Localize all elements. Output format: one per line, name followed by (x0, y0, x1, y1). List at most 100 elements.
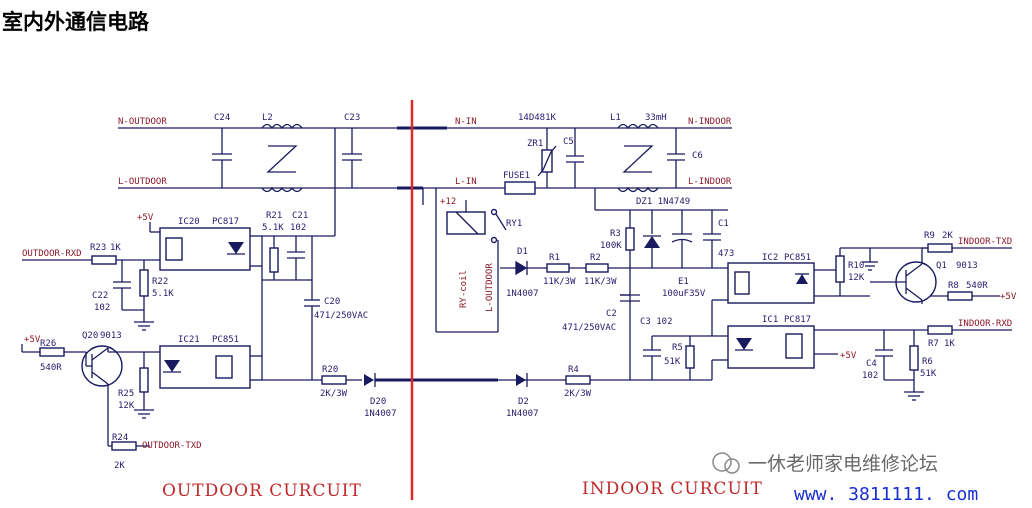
r4-value: 2K/3W (564, 389, 592, 399)
e1-value: 100uF35V (662, 289, 706, 299)
outdoor-wires (21, 128, 397, 451)
d1-value: 1N4007 (506, 289, 539, 299)
watermark-url: www. 3811111. com (794, 484, 978, 505)
r5-label: R5 (672, 343, 683, 353)
l-in-label: L-IN (455, 177, 477, 187)
r1-label: R1 (549, 253, 560, 263)
l-outdoor-label: L-OUTDOOR (118, 177, 167, 187)
watermark-logo (712, 452, 740, 474)
r22-label: R22 (152, 277, 168, 287)
outdoor-txd-label: OUTDOOR-TXD (142, 441, 202, 451)
r22-value: 5.1K (152, 289, 174, 299)
r10-value: 12K (848, 273, 865, 283)
n-in-label: N-IN (455, 117, 477, 127)
d20-value: 1N4007 (364, 409, 397, 419)
r3-label: R3 (610, 229, 621, 239)
r2-value: 11K/3W (584, 277, 617, 287)
component-labels: N-OUTDOOR L-OUTDOOR C24 L2 C23 N-IN L-IN… (22, 113, 1017, 471)
r1-value: 11K/3W (543, 277, 576, 287)
c1-value: 473 (718, 249, 734, 259)
c22-value: 102 (94, 303, 110, 313)
c20-label: C20 (324, 297, 340, 307)
d1-label: D1 (517, 247, 528, 257)
plus5-q20-label: +5V (24, 335, 41, 345)
r10-label: R10 (848, 261, 864, 271)
r25-value: 12K (118, 401, 135, 411)
indoor-txd-label: INDOOR-TXD (958, 237, 1012, 247)
ic21-label: IC21 (178, 335, 200, 345)
r7-label: R7 (928, 339, 939, 349)
q1-label: Q1 (936, 261, 947, 271)
c3-label: C3 102 (640, 317, 673, 327)
r26-label: R26 (40, 339, 56, 349)
d20-label: D20 (370, 397, 386, 407)
r21-value: 5.1K (262, 223, 284, 233)
r7-value: 1K (944, 339, 955, 349)
ic2-label: IC2 (762, 253, 778, 263)
r2-label: R2 (590, 253, 601, 263)
r24-value: 2K (114, 461, 125, 471)
c21-label: C21 (292, 211, 308, 221)
d2-value: 1N4007 (506, 409, 539, 419)
ry-coil-label: RY-coil (459, 270, 469, 308)
r8-value: 540R (966, 281, 988, 291)
r5-value: 51K (664, 357, 681, 367)
plus12-label: +12 (440, 197, 456, 207)
n-outdoor-label: N-OUTDOOR (118, 117, 167, 127)
r9-label: R9 (924, 231, 935, 241)
c21-value: 102 (290, 223, 306, 233)
e1-label: E1 (678, 277, 689, 287)
q1-value: 9013 (956, 261, 978, 271)
varistor-label: 14D481K (518, 113, 557, 123)
r23-label: R23 (90, 243, 106, 253)
plus5-q1-label: +5V (1000, 292, 1017, 302)
outdoor-rxd-label: OUTDOOR-RXD (22, 249, 82, 259)
ic20-label: IC20 (178, 217, 200, 227)
c22-label: C22 (92, 291, 108, 301)
plus5-outdoor-label: +5V (137, 213, 154, 223)
c20-value: 471/250VAC (314, 311, 368, 321)
r3-value: 100K (600, 241, 622, 251)
c1-label: C1 (718, 219, 729, 229)
d2-label: D2 (518, 397, 529, 407)
c5-label: C5 (563, 137, 574, 147)
c23-label: C23 (344, 113, 360, 123)
ic2-model: PC851 (784, 253, 811, 263)
ic1-label: IC1 (762, 315, 778, 325)
outdoor-section-label: OUTDOOR CURCUIT (162, 481, 362, 501)
r20-value: 2K/3W (320, 389, 348, 399)
r8-label: R8 (948, 281, 959, 291)
ry1-label: RY1 (506, 219, 522, 229)
l1-value: 33mH (645, 113, 667, 123)
indoor-rxd-label: INDOOR-RXD (958, 319, 1012, 329)
r24-label: R24 (112, 433, 128, 443)
mains-wires (118, 123, 732, 195)
page-title: 室内外通信电路 (2, 10, 149, 34)
l1-label: L1 (610, 113, 621, 123)
fuse1-label: FUSE1 (503, 171, 530, 181)
indoor-wires (397, 188, 1012, 401)
r21-label: R21 (266, 211, 282, 221)
l-outdoor-vertical-label: L-OUTDOOR (485, 263, 495, 312)
dz1-label: DZ1 1N4749 (636, 197, 690, 207)
r23-value: 1K (110, 243, 121, 253)
c4-value: 102 (862, 371, 878, 381)
r6-value: 51K (920, 369, 937, 379)
ic21-model: PC851 (212, 335, 239, 345)
q20-value: 9013 (100, 331, 122, 341)
r20-label: R20 (322, 365, 338, 375)
r9-value: 2K (942, 231, 953, 241)
c2-value: 471/250VAC (562, 323, 616, 333)
c4-label: C4 (866, 359, 877, 369)
r6-label: R6 (922, 357, 933, 367)
ic20-model: PC817 (212, 217, 239, 227)
ic1-model: PC817 (784, 315, 811, 325)
q20-label: Q20 (82, 331, 98, 341)
r26-value: 540R (40, 363, 62, 373)
zr1-label: ZR1 (527, 139, 543, 149)
n-indoor-label: N-INDOOR (688, 117, 732, 127)
l-indoor-label: L-INDOOR (688, 177, 732, 187)
plus5-indoor-label: +5V (840, 351, 857, 361)
c24-label: C24 (214, 113, 230, 123)
